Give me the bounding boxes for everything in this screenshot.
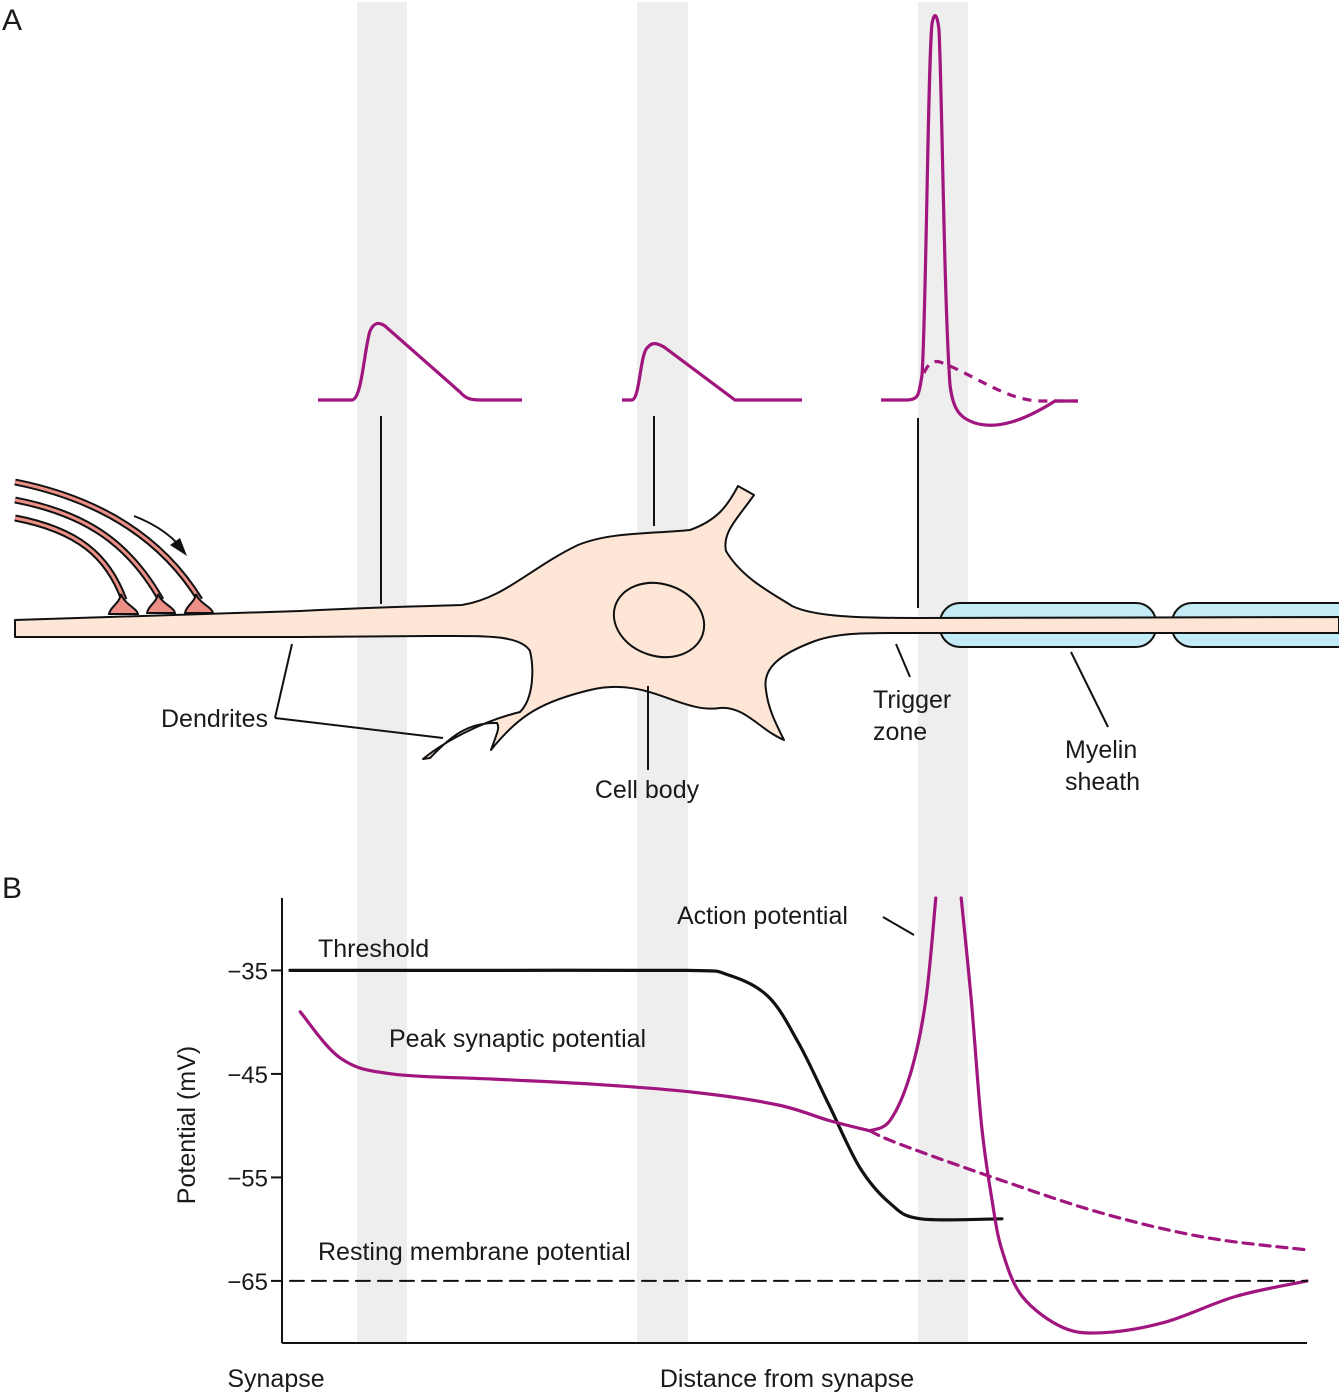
- action-annotation-leader: [882, 916, 915, 936]
- trigger-zone-label-line1: Trigger: [873, 686, 951, 714]
- threshold-line: [288, 968, 1004, 1222]
- dendrites-leader-upper: [274, 643, 293, 719]
- presynaptic-axon-3-fill: [14, 516, 126, 601]
- dendrites-label: Dendrites: [161, 705, 268, 733]
- threshold-annotation: Threshold: [318, 935, 429, 963]
- y-tick-label: −65: [227, 1269, 268, 1296]
- neuron-body: [14, 485, 1339, 760]
- series-lines: [288, 896, 1309, 1335]
- presynaptic-axon-2-fill: [14, 498, 163, 601]
- recording-column-dendrite: [357, 2, 407, 1342]
- peak-annotation: Peak synaptic potential: [389, 1025, 646, 1053]
- nucleus: [612, 581, 706, 659]
- action-potential-line: [868, 896, 938, 1133]
- presynaptic-axon-3: [14, 514, 128, 602]
- dendrite-synaptic-trace: [318, 321, 522, 402]
- trigger-zone-leader: [895, 643, 911, 678]
- propagation-arrow-icon: [133, 515, 177, 543]
- synaptic-terminal-2: [145, 590, 177, 614]
- dendrites-leader-lower: [274, 717, 444, 739]
- synaptic-terminal-1: [183, 590, 215, 614]
- panel-a: Dendrites Cell body Trigger zone Myelin …: [14, 14, 1339, 804]
- cell-body-synaptic-trace: [622, 342, 802, 402]
- y-tick-label: −55: [227, 1165, 268, 1192]
- myelin-sheath-label-line1: Myelin: [1065, 736, 1137, 764]
- trigger-zone-label-line2: zone: [873, 718, 927, 746]
- arrowhead-icon: [170, 538, 187, 556]
- y-tick-label: −45: [227, 1062, 268, 1089]
- action-potential-repolarization-line: [959, 896, 1309, 1335]
- x-origin-label: Synapse: [227, 1365, 324, 1393]
- panel-b-chart: −35 −45 −55 −65 Potential (mV) Synapse Dist…: [173, 896, 1309, 1393]
- action-annotation: Action potential: [677, 902, 848, 930]
- panel-letter-a: A: [2, 4, 22, 37]
- myelin-sheath-leader: [1070, 651, 1109, 728]
- y-ticks: −35 −45 −55 −65: [227, 958, 282, 1296]
- peak-synaptic-potential-line: [298, 1010, 872, 1133]
- y-axis-label: Potential (mV): [173, 1046, 201, 1204]
- peak-synaptic-potential-decay-line: [868, 1129, 1309, 1252]
- synaptic-terminal-3: [107, 593, 140, 615]
- presynaptic-axon-1-fill: [14, 480, 202, 601]
- myelin-sheath-label-line2: sheath: [1065, 768, 1140, 796]
- resting-annotation: Resting membrane potential: [318, 1238, 631, 1266]
- panel-letter-b: B: [2, 872, 22, 905]
- cell-body-label: Cell body: [595, 776, 700, 804]
- trigger-zone-action-potential-trace: [881, 14, 1078, 427]
- x-axis-label: Distance from synapse: [660, 1365, 914, 1393]
- y-tick-label: −35: [227, 958, 268, 985]
